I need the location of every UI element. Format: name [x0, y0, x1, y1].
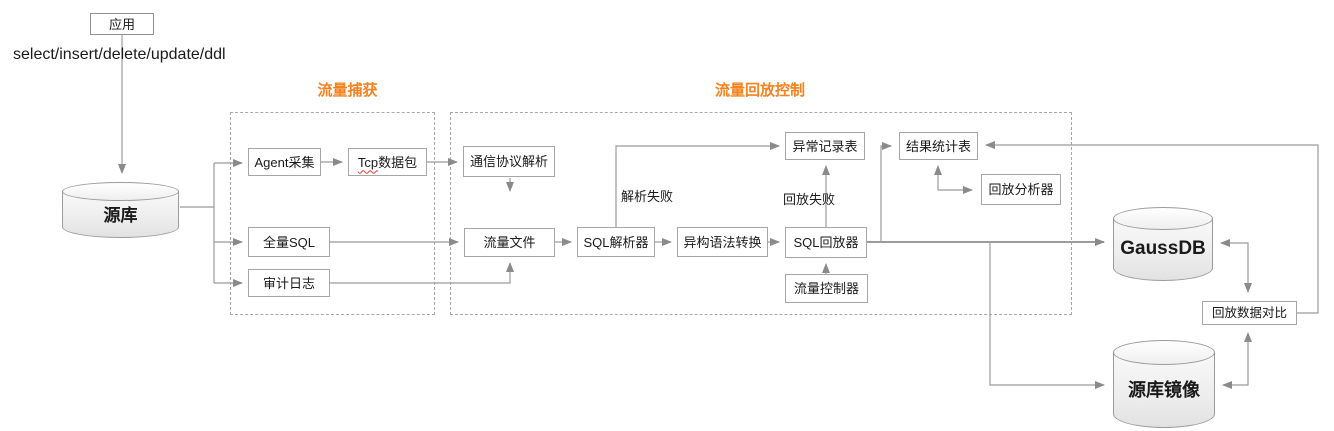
capture-section-title: 流量捕获: [230, 79, 465, 100]
sql-replayer-box: SQL回放器: [785, 227, 867, 258]
traffic-file-box: 流量文件: [464, 228, 555, 257]
tcp-packet-label: Tcp数据包: [358, 156, 417, 169]
replay-section-title: 流量回放控制: [450, 79, 1070, 100]
source-mirror-cylinder: 源库镜像: [1113, 340, 1215, 428]
replay-data-compare-box: 回放数据对比: [1202, 301, 1297, 325]
application-label: 应用: [108, 16, 135, 32]
agent-collect-box: Agent采集: [248, 148, 321, 176]
capture-section-title-text: 流量捕获: [317, 82, 378, 99]
audit-log-box: 审计日志: [248, 269, 330, 297]
result-stats-table-box: 结果统计表: [899, 132, 978, 160]
syntax-convert-label: 异构语法转换: [683, 234, 762, 250]
capture-section-frame: [230, 112, 435, 315]
tcp-packet-label-prefix: Tcp: [357, 154, 379, 170]
protocol-parse-label: 通信协议解析: [469, 154, 548, 169]
agent-collect-label: Agent采集: [254, 154, 315, 170]
source-db-label: 源库: [103, 206, 138, 225]
exception-record-table-box: 异常记录表: [785, 132, 865, 160]
source-db-cylinder: 源库: [62, 182, 179, 238]
traffic-file-label: 流量文件: [483, 235, 536, 250]
gaussdb-cylinder: GaussDB: [1113, 207, 1213, 281]
traffic-controller-box: 流量控制器: [785, 274, 868, 303]
replay-section-frame: [450, 112, 1072, 315]
exception-record-table-label: 异常记录表: [792, 138, 858, 154]
full-sql-label: 全量SQL: [262, 234, 315, 250]
result-stats-table-label: 结果统计表: [905, 138, 971, 154]
audit-log-label: 审计日志: [262, 275, 315, 291]
sql-parser-label: SQL解析器: [583, 234, 649, 250]
source-db-cylinder-body: [62, 191, 179, 238]
syntax-convert-box: 异构语法转换: [677, 227, 768, 257]
gaussdb-label: GaussDB: [1120, 237, 1206, 259]
application-box: 应用: [90, 13, 154, 35]
source-db-cylinder-top: [62, 182, 179, 201]
replay-analyzer-label: 回放分析器: [988, 182, 1054, 197]
replay-analyzer-box: 回放分析器: [981, 174, 1061, 205]
gaussdb-cylinder-top: [1113, 207, 1213, 230]
sql-statement-types-text: select/insert/delete/update/ddl: [13, 46, 226, 63]
sql-parser-box: SQL解析器: [577, 227, 655, 257]
tcp-packet-box: Tcp数据包: [348, 148, 427, 176]
traffic-controller-label: 流量控制器: [793, 281, 859, 296]
parse-fail-label: 解析失败: [621, 189, 674, 204]
source-mirror-cylinder-top: [1113, 340, 1215, 365]
protocol-parse-box: 通信协议解析: [463, 146, 555, 177]
replay-data-compare-label: 回放数据对比: [1211, 305, 1287, 320]
full-sql-box: 全量SQL: [248, 227, 330, 257]
sql-replayer-label: SQL回放器: [793, 235, 859, 250]
tcp-packet-label-suffix: 数据包: [378, 154, 418, 170]
source-mirror-label: 源库镜像: [1128, 380, 1200, 400]
replay-section-title-text: 流量回放控制: [714, 82, 805, 99]
replay-fail-label: 回放失败: [783, 192, 836, 207]
